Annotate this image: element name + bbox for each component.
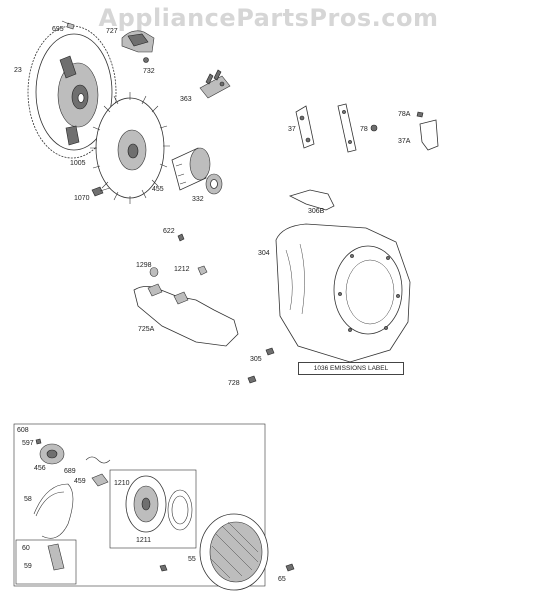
label-689: 689 (64, 468, 76, 475)
screw-728-part (247, 375, 257, 384)
label-78: 78 (360, 126, 368, 133)
emissions-label-box: 1036 EMISSIONS LABEL (298, 362, 404, 375)
screw-695-part (61, 20, 75, 30)
label-305: 305 (250, 356, 262, 363)
watermark: AppliancePartsPros.com (98, 4, 439, 32)
bracket-363-part (199, 69, 231, 99)
label-332: 332 (192, 196, 204, 203)
screw-622-part (177, 233, 185, 242)
handle-59-part (47, 543, 65, 571)
bracket-37-part (295, 105, 315, 149)
label-78a: 78A (398, 111, 411, 118)
label-1212: 1212 (174, 266, 190, 273)
label-55: 55 (188, 556, 196, 563)
label-728: 728 (228, 380, 240, 387)
label-37a: 37A (398, 138, 411, 145)
nut-332-part (205, 173, 223, 195)
starter-cup-455-part (171, 147, 211, 191)
pulley-1210-part (125, 475, 167, 533)
plate-37a-part (419, 119, 439, 151)
label-732: 732 (143, 68, 155, 75)
spring-1211-part (167, 489, 193, 531)
nut-78-part (370, 124, 378, 132)
label-60: 60 (22, 545, 30, 552)
label-1210: 1210 (114, 480, 130, 487)
armature-727-part (121, 30, 155, 63)
label-363: 363 (180, 96, 192, 103)
label-59: 59 (24, 563, 32, 570)
bolt-1070-part (91, 186, 111, 197)
strap-part (337, 103, 357, 153)
starter-housing-55-part (199, 513, 269, 591)
label-597: 597 (22, 440, 34, 447)
bracket-306b-part (288, 189, 335, 211)
rope-58-part (33, 483, 74, 539)
screw-305-part (265, 347, 275, 356)
label-1211: 1211 (136, 537, 152, 544)
label-304: 304 (258, 250, 270, 257)
stud-1212-part (197, 265, 208, 276)
label-459: 459 (74, 478, 86, 485)
label-1298: 1298 (136, 262, 152, 269)
kit-1210-box (109, 469, 197, 549)
baffle-725a-part (133, 283, 239, 347)
label-65: 65 (278, 576, 286, 583)
kit-608-box (13, 423, 266, 587)
label-1070: 1070 (74, 195, 90, 202)
label-608: 608 (17, 427, 29, 434)
label-456: 456 (34, 465, 46, 472)
spring-689-part (85, 456, 111, 464)
flywheel-part (27, 25, 117, 159)
screw-78a-part (416, 111, 424, 118)
label-727: 727 (106, 28, 118, 35)
label-622: 622 (163, 228, 175, 235)
label-37: 37 (288, 126, 296, 133)
screw-near-55-part (159, 564, 168, 572)
fan-part (90, 92, 170, 204)
screw-65-part (285, 563, 295, 572)
screw-597-part (35, 438, 42, 445)
label-455: 455 (152, 186, 164, 193)
label-1005: 1005 (70, 160, 86, 167)
blower-housing-part (275, 223, 411, 363)
label-306b: 306B (308, 208, 325, 215)
label-725a: 725A (138, 326, 155, 333)
nut-1298-part (149, 267, 159, 277)
label-58: 58 (24, 496, 32, 503)
ratchet-456-part (39, 443, 65, 465)
label-695: 695 (52, 26, 64, 33)
kit-60-box (15, 539, 77, 585)
pawl-459-part (91, 473, 109, 487)
label-23: 23 (14, 67, 22, 74)
